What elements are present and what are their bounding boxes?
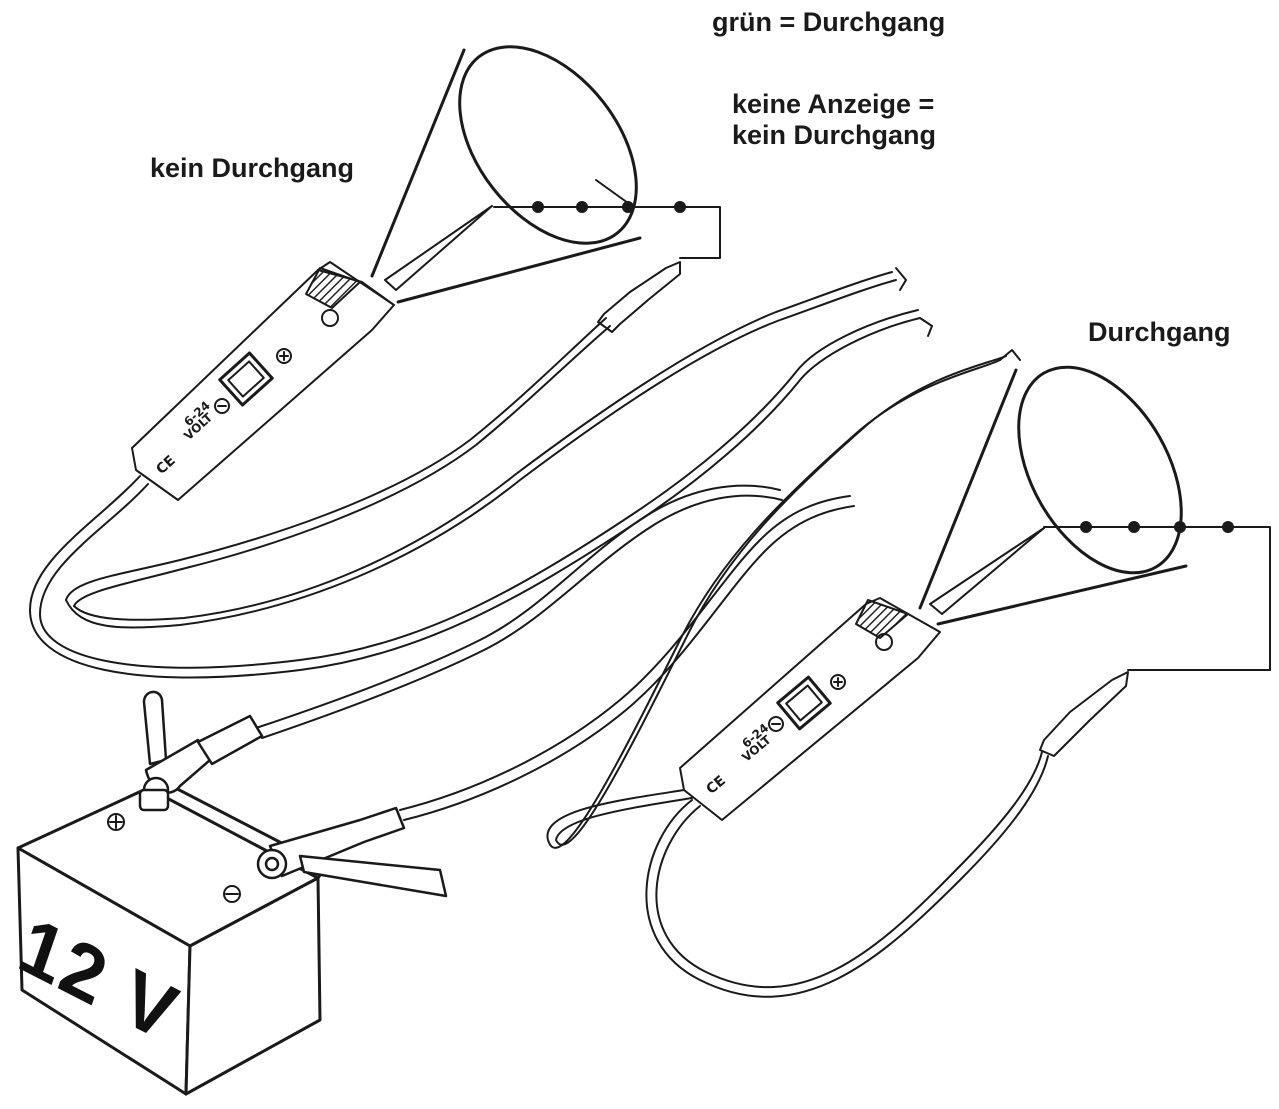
schematic-left-open-switch	[595, 179, 629, 204]
tester-body-left	[131, 261, 395, 501]
tester-left-plug	[597, 261, 681, 333]
cable-battery-red	[255, 484, 781, 729]
zoom-cone-left-line-b	[396, 236, 642, 304]
zoom-cone-right-ellipse	[1017, 365, 1183, 575]
zoom-cone-left-ellipse	[458, 45, 638, 245]
tester-right: 6-24 VOLT CE	[679, 365, 1271, 821]
legend-none-label-line2: kein Durchgang	[732, 120, 937, 150]
clamp-negative	[256, 806, 448, 898]
schematic-right-node-3	[1174, 521, 1186, 533]
cable-left-b	[39, 309, 919, 669]
tester-right-plug	[1039, 671, 1129, 757]
probe-tip-right	[929, 527, 1045, 615]
schematic-right-node-1	[1080, 521, 1092, 533]
zoom-cone-left-line-a	[370, 48, 466, 278]
schematic-right-wire	[1043, 526, 1271, 671]
tester-left-switch	[218, 351, 274, 407]
schematic-left-node-3	[622, 201, 634, 213]
schematic-left-node-4	[674, 201, 686, 213]
tester-body-right	[679, 597, 941, 821]
cable-battery-black	[399, 495, 851, 811]
battery-plus-terminal	[107, 813, 125, 831]
probe-tip-left	[384, 205, 493, 291]
tester-left: 6-24 VOLT CE	[65, 45, 721, 607]
schematic-left-node-1	[532, 201, 544, 213]
tester-left-label: kein Durchgang	[150, 153, 355, 183]
tester-right-label: Durchgang	[1088, 317, 1231, 347]
plus-symbol-icon	[276, 348, 292, 364]
legend-green-label: grün = Durchgang	[712, 7, 946, 37]
schematic-left-node-2	[576, 201, 588, 213]
tester-right-switch	[776, 675, 832, 731]
minus-symbol-icon	[214, 398, 230, 414]
tester-left-hole	[321, 309, 339, 327]
clamp-positive	[138, 690, 264, 812]
legend-none-label-line1: keine Anzeige =	[732, 89, 935, 119]
cable-right-a	[645, 755, 1049, 998]
tester-right-hole	[875, 633, 893, 651]
battery-minus-terminal	[223, 885, 241, 903]
schematic-right-node-4	[1222, 521, 1234, 533]
schematic-right-node-2	[1128, 521, 1140, 533]
battery-side	[184, 876, 322, 1096]
cable-left-a	[29, 317, 921, 679]
